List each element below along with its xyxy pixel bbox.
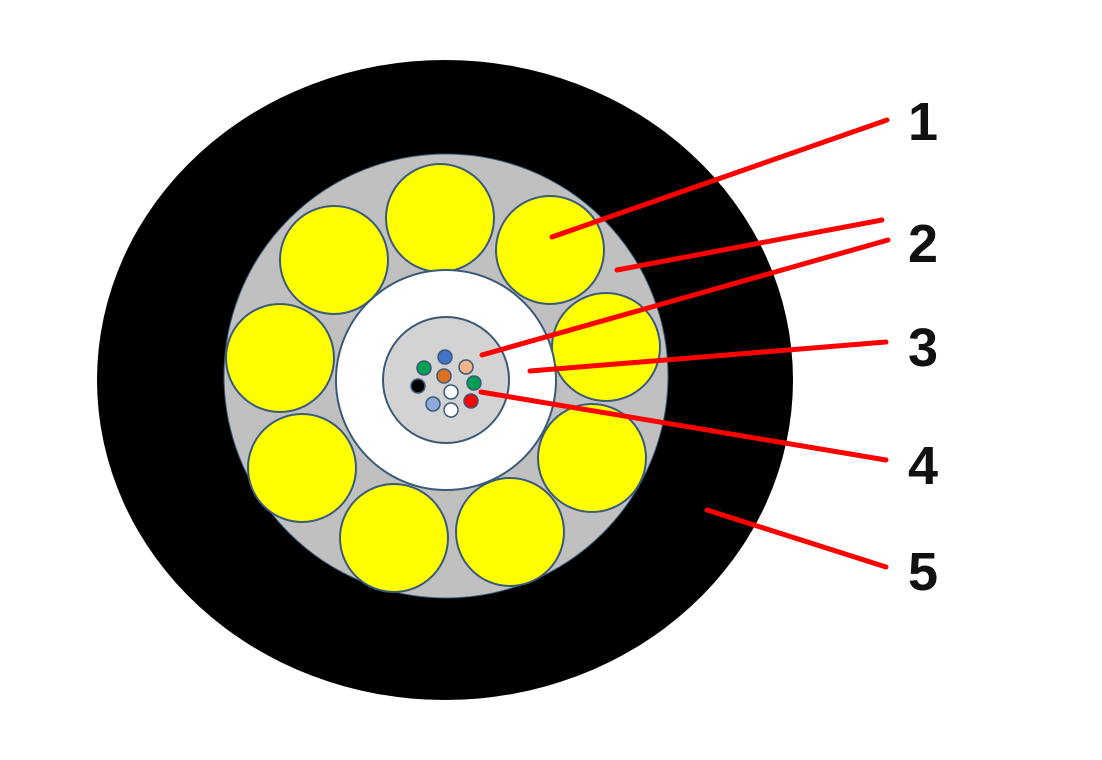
yellow-element-6	[339, 483, 449, 593]
yellow-element-8	[225, 303, 335, 413]
leader-line-4	[478, 389, 889, 463]
leader-line-1	[549, 117, 890, 240]
yellow-elements-ring	[225, 163, 661, 593]
optical-fiber-3	[458, 359, 474, 375]
optical-fiber-4	[416, 360, 432, 376]
leader-line-2a	[614, 217, 885, 273]
leader-line-3	[527, 339, 889, 374]
yellow-element-2	[495, 195, 605, 305]
callout-label-5: 5	[908, 542, 938, 602]
optical-fibers	[410, 349, 482, 418]
optical-fiber-10	[463, 393, 479, 409]
optical-fiber-1	[437, 349, 453, 365]
leader-line-2b	[479, 237, 891, 358]
cable-cross-section	[97, 60, 793, 700]
yellow-element-7	[247, 413, 357, 523]
optical-fiber-2	[436, 368, 452, 384]
yellow-element-3	[551, 292, 661, 402]
callout-labels: 1 2 3 4 5	[908, 92, 938, 602]
leader-line-5	[704, 507, 889, 570]
callout-label-4: 4	[908, 436, 938, 496]
callout-label-1: 1	[908, 92, 938, 152]
optical-fiber-7	[466, 375, 482, 391]
yellow-element-1	[385, 163, 495, 273]
leader-lines	[478, 117, 891, 570]
yellow-element-4	[537, 403, 647, 513]
optical-fiber-9	[443, 402, 459, 418]
callout-label-3: 3	[908, 318, 938, 378]
optical-fiber-6	[443, 384, 459, 400]
yellow-element-9	[279, 205, 389, 315]
yellow-element-5	[455, 477, 565, 587]
optical-fiber-5	[410, 378, 426, 394]
callout-label-2: 2	[908, 214, 938, 274]
optical-fiber-8	[425, 396, 441, 412]
